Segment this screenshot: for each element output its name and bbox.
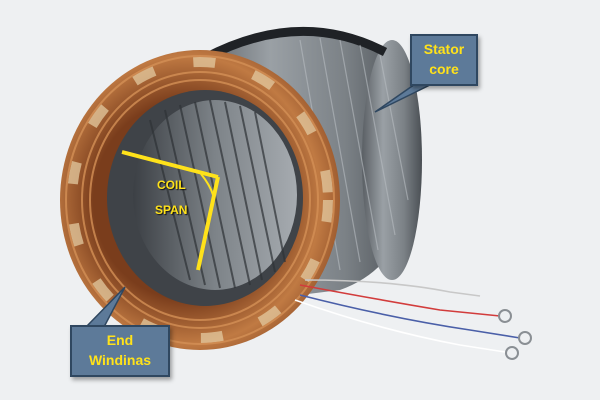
stator-callout-line2: core — [429, 61, 459, 77]
coil-span-marker — [121, 150, 220, 271]
end-callout-line1: End — [106, 332, 134, 348]
end-callout-line2: Windinas — [88, 352, 152, 368]
lead-wires — [294, 279, 532, 360]
stator-callout-line1: Stator — [423, 41, 465, 57]
stator-core-callout: Stator core — [410, 34, 478, 86]
coil-span-label-line2: SPAN — [155, 203, 188, 217]
coil-span-label-line1: COIL — [157, 178, 186, 192]
end-windings-callout: End Windinas — [70, 325, 170, 377]
end-windings — [60, 50, 340, 350]
